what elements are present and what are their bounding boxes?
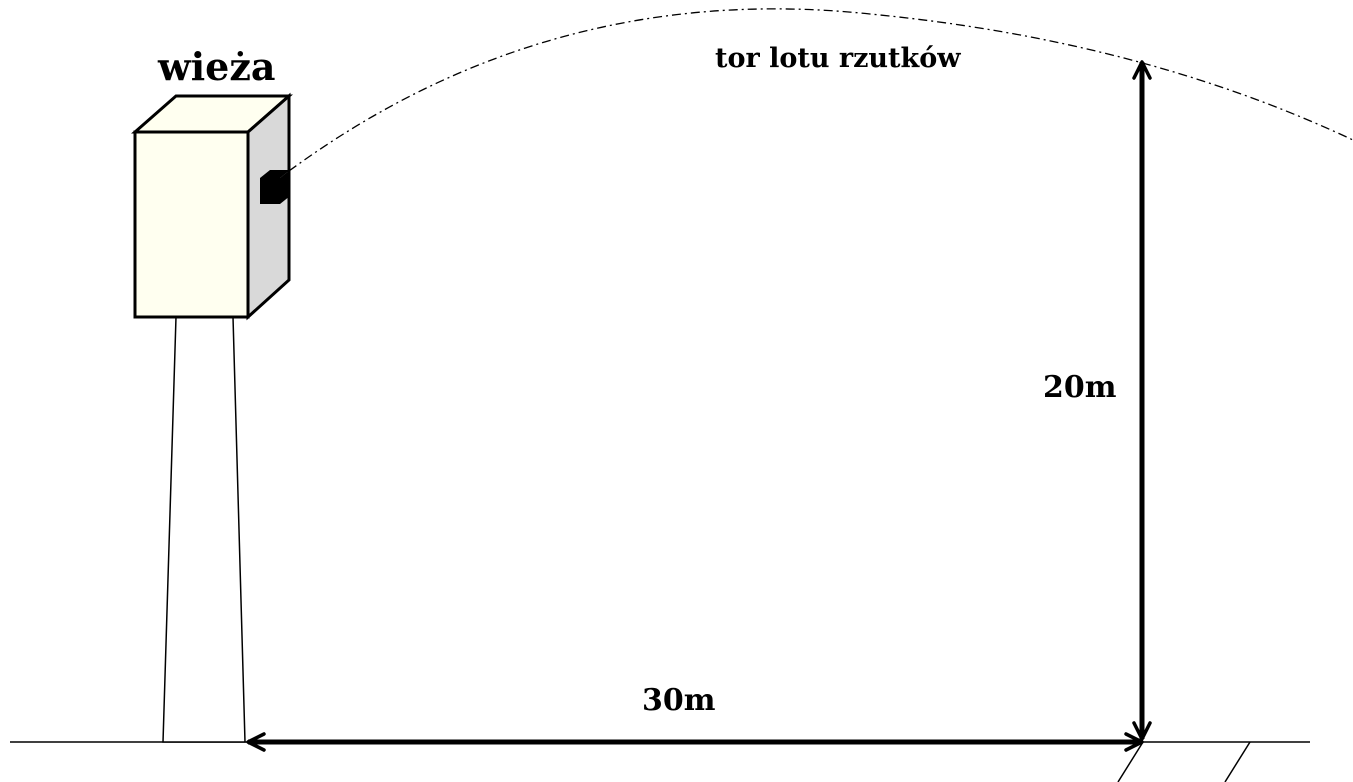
tower-label: wieża: [158, 44, 276, 89]
ground-hatch: [1117, 741, 1251, 782]
height-label: 20m: [1043, 370, 1117, 405]
trajectory-label: tor lotu rzutków: [715, 43, 961, 74]
distance-label: 30m: [642, 683, 716, 718]
tower-front-face: [133, 130, 250, 319]
thrower-box: [260, 170, 290, 204]
trajectory-curve: [288, 8, 1353, 172]
tower-side-face: [246, 92, 291, 321]
tower-leg: [162, 316, 246, 743]
